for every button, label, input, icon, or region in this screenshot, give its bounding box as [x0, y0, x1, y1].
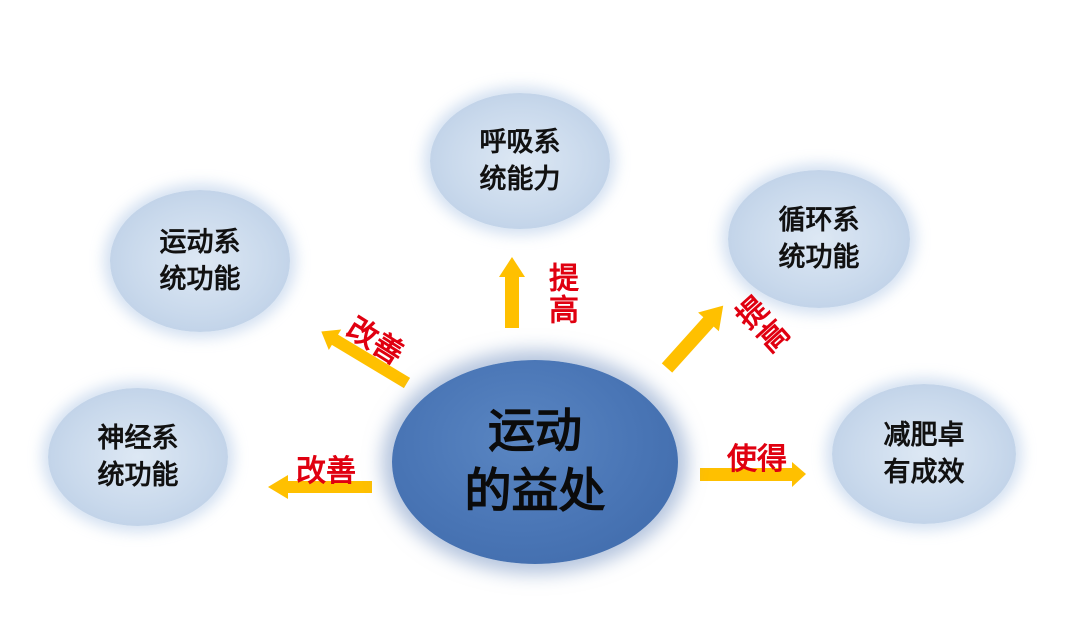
arrow-to-respiratory: [499, 257, 525, 328]
locomotor-label: 运动系 统功能: [159, 226, 241, 295]
circulatory-label: 循环系 统功能: [778, 204, 860, 273]
node-nervous: 神经系 统功能: [48, 388, 228, 526]
center-label: 运动 的益处: [464, 403, 606, 519]
arrow-to-weight-loss: [700, 462, 806, 487]
node-weight-loss: 减肥卓 有成效: [832, 384, 1016, 524]
edge-label-to-nervous: 改善: [296, 454, 356, 489]
arrow-to-locomotor: [321, 329, 411, 389]
weight-loss-label: 减肥卓 有成效: [883, 419, 965, 488]
edge-label-to-respiratory: 提高: [543, 262, 578, 326]
nervous-label: 神经系 统功能: [97, 422, 179, 491]
respiratory-label: 呼吸系 统能力: [479, 126, 561, 195]
node-respiratory: 呼吸系 统能力: [430, 93, 610, 229]
edge-label-to-weight-loss: 使得: [727, 442, 787, 477]
node-circulatory: 循环系 统功能: [728, 170, 910, 308]
arrow-to-nervous: [268, 475, 372, 499]
arrow-to-circulatory: [661, 305, 724, 373]
center-node: 运动 的益处: [392, 360, 678, 564]
node-locomotor: 运动系 统功能: [110, 190, 290, 332]
